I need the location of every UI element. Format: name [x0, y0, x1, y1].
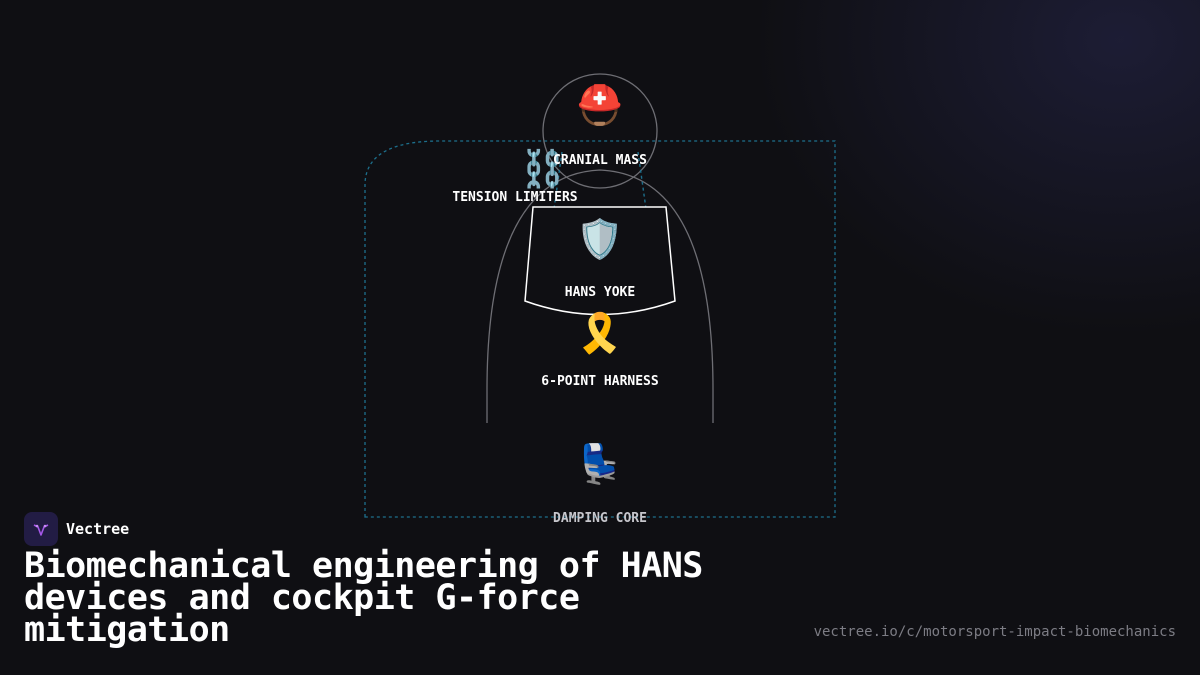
- ribbon-icon: 🎗️: [576, 311, 624, 355]
- shield-icon: 🛡️: [576, 217, 624, 261]
- tether-right: [637, 151, 648, 217]
- cockpit-outline: [364, 140, 836, 518]
- tether-left: [552, 151, 563, 217]
- chain-icon: ⛓️: [520, 149, 566, 190]
- logo-mark-icon: [33, 524, 49, 536]
- brand: Vectree: [24, 512, 129, 546]
- helmet-icon: ⛑️: [576, 83, 624, 127]
- label-tension-limiters: TENSION LIMITERS: [452, 190, 578, 205]
- head-outline: [542, 73, 658, 189]
- vectree-logo: [24, 512, 58, 546]
- source-url[interactable]: vectree.io/c/motorsport-impact-biomechan…: [813, 624, 1176, 640]
- label-harness: 6-POINT HARNESS: [541, 374, 659, 389]
- label-cranial-mass: CRANIAL MASS: [553, 153, 647, 168]
- label-hans-yoke: HANS YOKE: [564, 285, 636, 300]
- torso-outline: [486, 169, 714, 423]
- seat-icon: 💺: [576, 442, 624, 486]
- hans-yoke-shape: [524, 206, 676, 316]
- label-damping-core: DAMPING CORE: [553, 511, 647, 526]
- page-title: Biomechanical engineering of HANS device…: [24, 546, 703, 650]
- brand-name: Vectree: [66, 520, 130, 538]
